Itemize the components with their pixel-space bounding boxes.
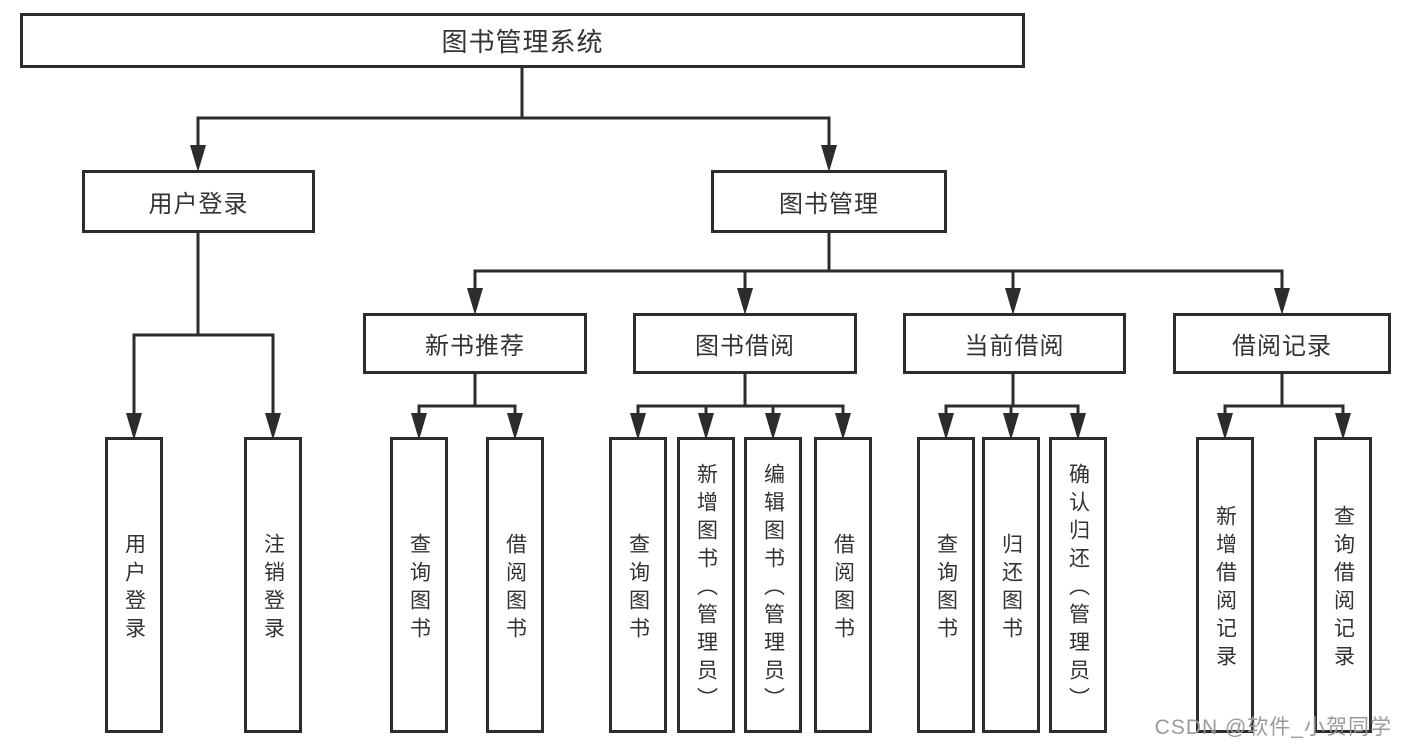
node-book-borrowing: 图书借阅 [633, 313, 857, 374]
node-label: 图书管理系统 [441, 27, 604, 57]
node-label: 归还图书 [999, 532, 1023, 645]
node-label: 借阅图书 [831, 532, 855, 645]
node-label: 编辑图书（管理员） [761, 462, 785, 715]
csdn-watermark: CSDN @软件_小贺同学 [1154, 716, 1392, 739]
node-label: 当前借阅 [964, 333, 1065, 360]
node-leaf-confirm-return-admin: 确认归还（管理员） [1049, 437, 1107, 733]
node-label: 新增图书（管理员） [694, 462, 718, 715]
node-label: 查询图书 [626, 532, 650, 645]
node-leaf-query-books-3: 查询图书 [917, 437, 975, 733]
node-label: 查询图书 [934, 532, 958, 645]
node-leaf-add-books-admin: 新增图书（管理员） [677, 437, 735, 733]
node-label: 新增借阅记录 [1213, 504, 1237, 673]
node-user-login: 用户登录 [82, 170, 315, 233]
node-label: 借阅图书 [503, 532, 527, 645]
node-leaf-logout: 注销登录 [244, 437, 302, 733]
node-label: 查询借阅记录 [1331, 504, 1355, 673]
node-leaf-return-books: 归还图书 [982, 437, 1040, 733]
node-label: 注销登录 [261, 532, 285, 645]
node-leaf-query-books-2: 查询图书 [609, 437, 667, 733]
node-current-borrowing: 当前借阅 [903, 313, 1126, 374]
node-borrowing-records: 借阅记录 [1173, 313, 1391, 374]
node-library-management-system: 图书管理系统 [20, 13, 1025, 68]
node-leaf-query-books-1: 查询图书 [390, 437, 448, 733]
node-leaf-query-borrow-record: 查询借阅记录 [1314, 437, 1372, 733]
node-leaf-borrow-books-2: 借阅图书 [814, 437, 872, 733]
node-label: 图书管理 [779, 191, 879, 218]
node-book-management: 图书管理 [711, 170, 947, 233]
node-label: 查询图书 [407, 532, 431, 645]
node-leaf-user-login: 用户登录 [105, 437, 163, 733]
node-label: 借阅记录 [1232, 333, 1332, 360]
node-leaf-edit-books-admin: 编辑图书（管理员） [744, 437, 802, 733]
node-label: 确认归还（管理员） [1066, 462, 1090, 715]
node-new-book-recommend: 新书推荐 [363, 313, 587, 374]
node-label: 用户登录 [148, 191, 249, 218]
node-leaf-borrow-books-1: 借阅图书 [486, 437, 544, 733]
node-label: 新书推荐 [425, 333, 525, 360]
node-label: 图书借阅 [695, 333, 795, 360]
node-leaf-add-borrow-record: 新增借阅记录 [1196, 437, 1254, 733]
node-label: 用户登录 [122, 532, 146, 645]
